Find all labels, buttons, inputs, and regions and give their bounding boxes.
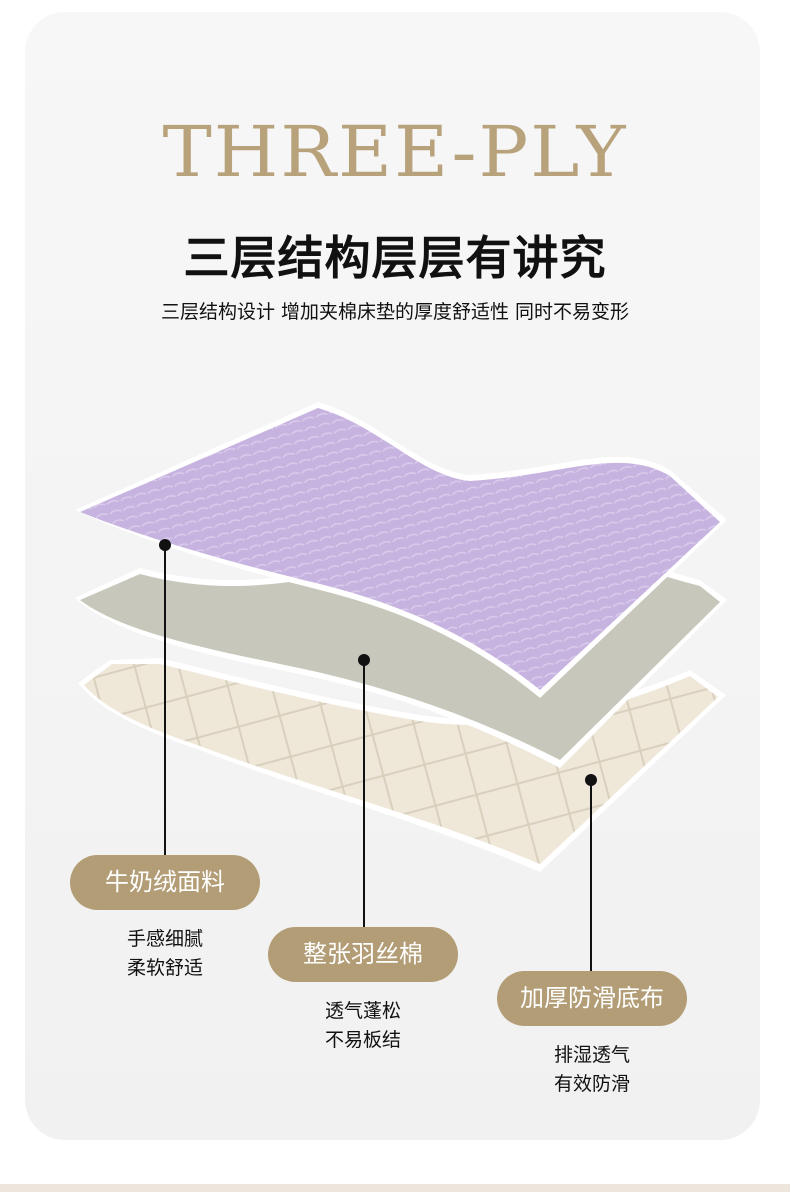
- callout-line-3: [585, 774, 597, 972]
- page-subtitle: 三层结构设计 增加夹棉床垫的厚度舒适性 同时不易变形: [160, 301, 630, 323]
- layer-label-milk-velvet: 牛奶绒面料: [70, 855, 260, 910]
- caption-line: 柔软舒适: [126, 957, 203, 979]
- caption-line: 不易板结: [324, 1029, 401, 1051]
- caption-line: 排湿透气: [553, 1044, 630, 1066]
- layer-label-fiber: 整张羽丝棉: [268, 927, 458, 982]
- layer-caption-antislip: 排湿透气 有效防滑: [497, 1041, 687, 1099]
- caption-line: 有效防滑: [553, 1073, 630, 1095]
- page-title: 三层结构层层有讲究: [183, 231, 607, 285]
- layer-label-antislip: 加厚防滑底布: [497, 971, 687, 1026]
- layer-caption-fiber: 透气蓬松 不易板结: [268, 997, 458, 1055]
- layer-caption-milk-velvet: 手感细腻 柔软舒适: [70, 925, 260, 983]
- callout-line-1: [159, 539, 171, 856]
- top-layer-milk-velvet: [75, 402, 727, 698]
- caption-line: 手感细腻: [126, 928, 203, 950]
- callout-line-2: [358, 654, 370, 928]
- eyebrow-heading: THREE-PLY: [162, 111, 628, 193]
- bottom-divider: [0, 1184, 790, 1192]
- caption-line: 透气蓬松: [324, 1000, 401, 1022]
